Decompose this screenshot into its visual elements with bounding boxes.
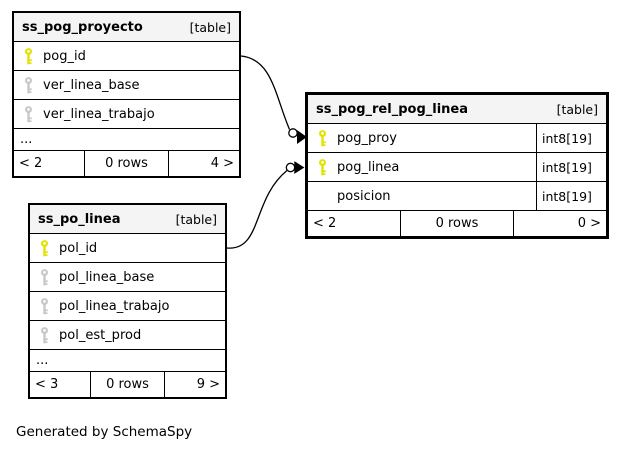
column-name-cell: ver_linea_base (14, 71, 239, 99)
generated-by-note: Generated by SchemaSpy (16, 424, 193, 440)
column-name: pog_linea (337, 159, 400, 175)
primary-key-icon (317, 158, 328, 177)
table-footer: < 3 0 rows 9 > (30, 372, 225, 397)
table-name[interactable]: ss_po_linea (38, 211, 121, 227)
column-row-pog_proy: pog_proy int8[19] (308, 124, 606, 153)
secondary-key-icon (39, 297, 50, 316)
table-type-badge: [table] (175, 211, 217, 227)
column-type-cell: int8[19] (536, 182, 606, 210)
column-name: pol_linea_trabajo (59, 298, 170, 314)
column-name-cell: pol_linea_trabajo (30, 292, 225, 320)
footer-rows-count: 0 rows (90, 372, 165, 397)
column-row-pol_est_prod: pol_est_prod (30, 321, 225, 350)
column-name: pog_proy (337, 130, 397, 146)
table-header: ss_pog_rel_pog_linea [table] (308, 95, 606, 124)
edge-arrowhead-icon (294, 161, 305, 174)
column-name-cell: pol_id (30, 234, 225, 262)
footer-parents-count: < 3 (35, 377, 59, 392)
table-footer: < 2 0 rows 0 > (308, 211, 606, 236)
column-name: ver_linea_base (43, 77, 140, 93)
secondary-key-icon (23, 105, 34, 124)
column-row-pol_id: pol_id (30, 234, 225, 263)
primary-key-icon (39, 239, 50, 258)
table-type-badge: [table] (189, 19, 231, 35)
column-row-ver_linea_base: ver_linea_base (14, 71, 239, 100)
column-row-pog_id: pog_id (14, 42, 239, 71)
table-header: ss_pog_proyecto [table] (14, 13, 239, 42)
secondary-key-icon (39, 326, 50, 345)
edge-line (226, 169, 288, 249)
footer-rows-count: 0 rows (83, 151, 170, 176)
column-name: pol_est_prod (59, 327, 142, 343)
column-row-pol_linea_base: pol_linea_base (30, 263, 225, 292)
secondary-key-icon (23, 76, 34, 95)
column-name: pol_linea_base (59, 269, 155, 285)
edge-circle-icon (288, 128, 298, 138)
table-type-badge: [table] (556, 101, 598, 117)
table-footer: < 2 0 rows 4 > (14, 151, 239, 176)
table-name[interactable]: ss_pog_proyecto (22, 19, 143, 35)
table-name[interactable]: ss_pog_rel_pog_linea (316, 101, 469, 117)
column-type-cell: int8[19] (536, 153, 606, 181)
primary-key-icon (23, 47, 34, 66)
column-name-cell: posicion (308, 182, 536, 210)
table-ss_pog_rel_pog_linea: ss_pog_rel_pog_linea [table] pog_proy int8[… (305, 92, 609, 239)
column-name-cell: pog_proy (308, 124, 536, 152)
more-columns-ellipsis: ... (30, 350, 225, 372)
column-name-cell: pol_est_prod (30, 321, 225, 349)
column-name-cell: pog_id (14, 42, 239, 70)
primary-key-icon (317, 129, 328, 148)
footer-children-count: 0 > (577, 216, 601, 231)
column-name-cell: pol_linea_base (30, 263, 225, 291)
footer-parents-count: < 2 (313, 216, 337, 231)
column-name: pol_id (59, 240, 98, 256)
footer-children-count: 9 > (196, 377, 220, 392)
column-type-cell: int8[19] (536, 124, 606, 152)
secondary-key-icon (39, 268, 50, 287)
table-ss_pog_proyecto: ss_pog_proyecto [table] pog_id ver_linea_ba… (12, 11, 241, 178)
footer-parents-count: < 2 (19, 156, 43, 171)
column-row-pog_linea: pog_linea int8[19] (308, 153, 606, 182)
column-name-cell: ver_linea_trabajo (14, 100, 239, 128)
column-name: pog_id (43, 48, 86, 64)
column-row-pol_linea_trabajo: pol_linea_trabajo (30, 292, 225, 321)
column-name: ver_linea_trabajo (43, 106, 155, 122)
more-columns-ellipsis: ... (14, 129, 239, 151)
table-header: ss_po_linea [table] (30, 205, 225, 234)
column-name-cell: pog_linea (308, 153, 536, 181)
fk-edge-pog-proy (240, 55, 307, 144)
column-row-ver_linea_trabajo: ver_linea_trabajo (14, 100, 239, 129)
column-name: posicion (337, 188, 391, 204)
edge-circle-icon (285, 162, 296, 173)
footer-children-count: 4 > (210, 156, 234, 171)
footer-rows-count: 0 rows (400, 211, 514, 236)
edge-line (240, 55, 291, 130)
column-row-posicion: posicion int8[19] (308, 182, 606, 211)
